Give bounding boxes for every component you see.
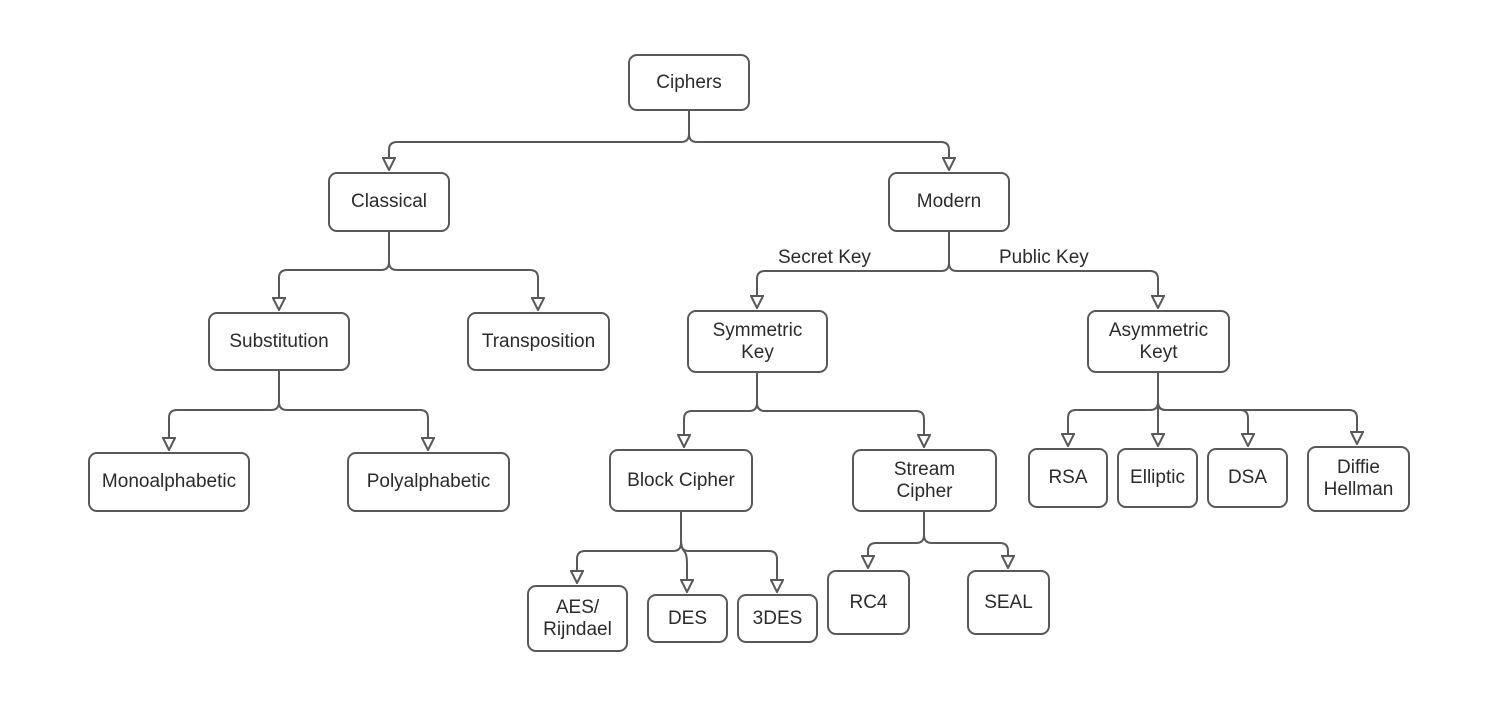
edge-asymmetric-diffie [1157,373,1357,432]
edge-label-public-key: Public Key [997,247,1091,268]
edge-stream-seal [923,512,1008,556]
edge-stream-rc4 [868,512,925,556]
edge-symmetric-stream [756,373,924,435]
edge-ciphers-modern [688,111,949,158]
node-symmetric-key: Symmetric Key [687,310,828,373]
node-dsa: DSA [1207,448,1288,508]
node-ciphers: Ciphers [628,54,750,111]
node-stream-cipher: Stream Cipher [852,449,997,512]
edge-asymmetric-rsa [1068,373,1159,434]
node-des: DES [647,594,728,643]
edge-classical-substitution [279,232,390,298]
node-transposition: Transposition [467,312,610,371]
edge-modern-asymmetric [948,232,1158,296]
node-seal: SEAL [967,570,1050,635]
edge-asymmetric-dsa [1157,373,1248,434]
node-block-cipher: Block Cipher [609,449,753,512]
node-rc4: RC4 [827,570,910,635]
edge-ciphers-classical [389,111,690,158]
node-elliptic: Elliptic [1117,448,1198,508]
node-substitution: Substitution [208,312,350,371]
node-monoalphabetic: Monoalphabetic [88,452,250,512]
edge-symmetric-block [684,373,758,435]
node-rsa: RSA [1028,448,1108,508]
node-aes-rijndael: AES/ Rijndael [527,585,628,652]
node-asymmetric-keyt: Asymmetric Keyt [1087,310,1230,373]
node-diffie-hellman: Diffie Hellman [1307,446,1410,512]
edge-substitution-monoalphabetic [169,371,280,438]
edge-block-aes [577,512,682,571]
edge-label-secret-key: Secret Key [776,247,873,268]
edge-substitution-polyalphabetic [278,371,428,438]
node-modern: Modern [888,172,1010,232]
node-classical: Classical [328,172,450,232]
edge-classical-transposition [388,232,538,298]
edge-block-3des [680,512,777,580]
node-3des: 3DES [737,594,818,643]
node-polyalphabetic: Polyalphabetic [347,452,510,512]
